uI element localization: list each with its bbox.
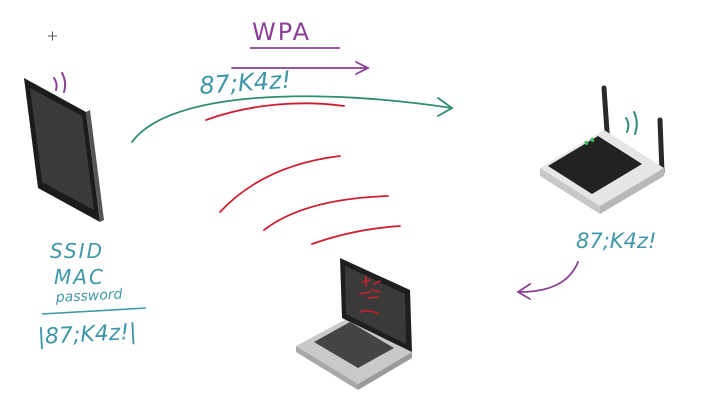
password-value-label: |87;K4z!|: [37, 320, 137, 350]
laptop-screen-scribbles: [359, 275, 381, 315]
router-password-text: 87;K4z!: [576, 229, 656, 253]
wifi-signal-icon: [53, 72, 67, 93]
tablet-icon: [24, 78, 104, 222]
password-divider: [41, 307, 147, 315]
crosshair-cursor-icon: [48, 31, 57, 41]
password-word-label: password: [54, 287, 123, 307]
ssid-label: SSID: [50, 239, 104, 263]
laptop-icon: [296, 258, 412, 390]
wpa-label: WPA: [252, 18, 311, 46]
green-arrow: [131, 95, 454, 143]
purple-return-arrow: [516, 261, 579, 300]
router-wifi-signal-icon: [625, 111, 638, 135]
top-password-text: 87;K4z!: [198, 66, 292, 100]
router-icon: [540, 85, 665, 214]
mac-label: MAC: [54, 265, 105, 289]
purple-arrow: [231, 61, 371, 75]
red-signal-arcs: [205, 102, 401, 245]
